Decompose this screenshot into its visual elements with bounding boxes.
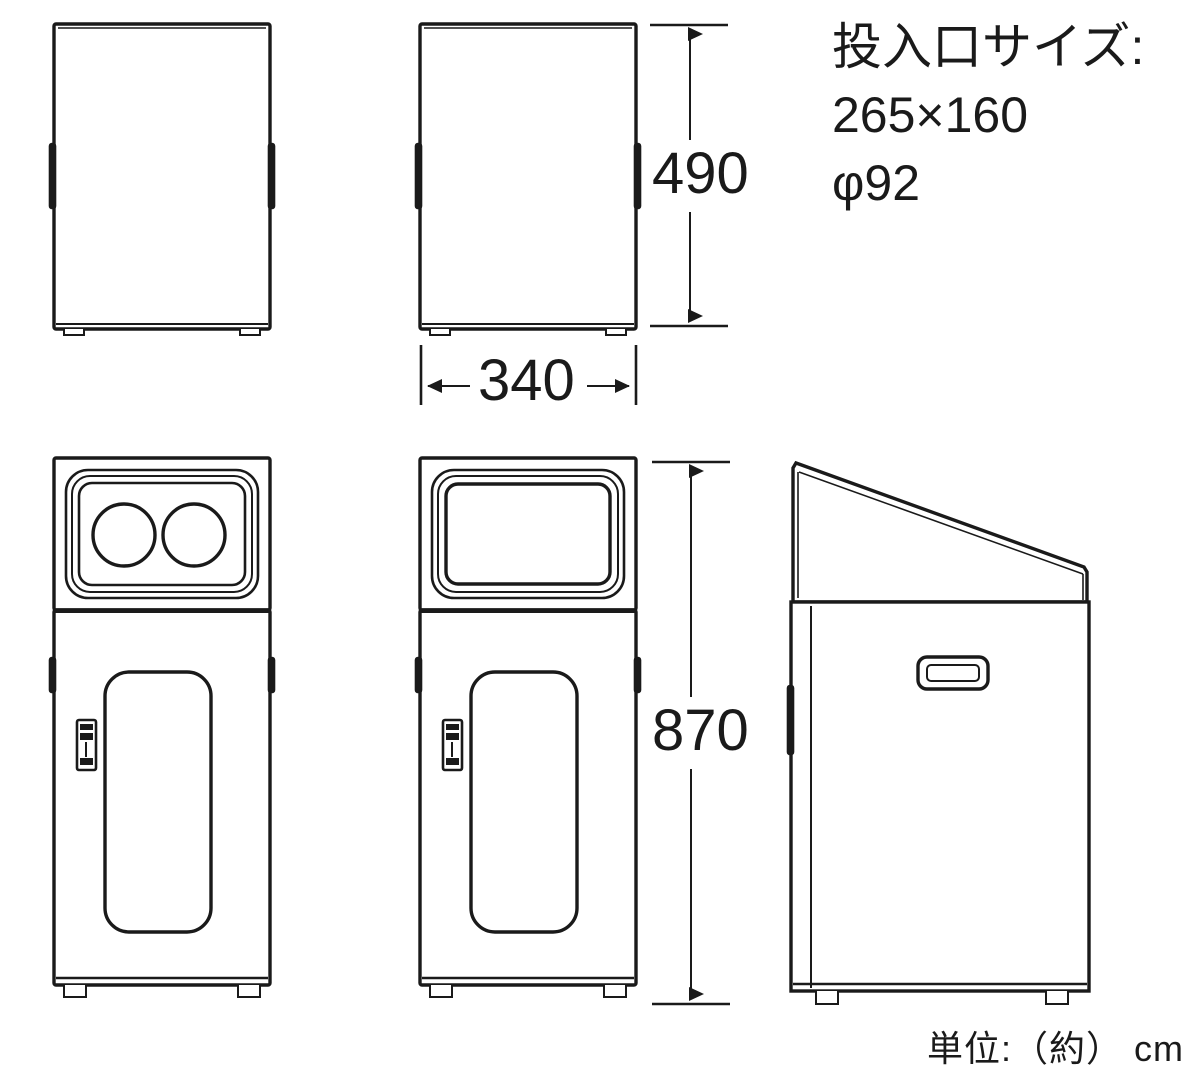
cabinet-body-outline (418, 22, 638, 331)
hinge-tab-right-icon (633, 656, 642, 694)
hinge-tab-right-icon (267, 656, 276, 694)
door-panel-outline (469, 670, 579, 934)
lock-handle-slot-middle (80, 733, 93, 740)
view-top-middle (414, 22, 642, 336)
dimension-label-backdrop (648, 697, 764, 769)
pull-handle-inner (926, 664, 980, 682)
view-bottom-middle (414, 456, 642, 998)
door-panel-outline (103, 670, 213, 934)
foot-left-icon (63, 329, 85, 336)
hinge-tab-left-icon (48, 142, 57, 210)
lock-handle-slot-middle (446, 733, 459, 740)
dimension-490 (648, 23, 764, 328)
opening-size-annotation: 投入口サイズ: 265×160 φ92 (832, 22, 1172, 226)
hinge-tab-right-icon (633, 142, 642, 210)
foot-right-icon (603, 985, 627, 998)
unit-note: 単位:（約） cm (927, 1028, 1184, 1069)
hinge-tab-left-icon (48, 656, 57, 694)
opening-size-rect: 265×160 (832, 87, 1029, 143)
hinge-tab-right-icon (267, 142, 276, 210)
dimension-340 (419, 345, 638, 405)
foot-left-icon (429, 329, 451, 336)
foot-left-icon (429, 985, 453, 998)
dimension-label-340: 340 (478, 348, 575, 413)
view-bottom-left (48, 456, 276, 998)
opening-size-title: 投入口サイズ: (832, 19, 1145, 75)
foot-right-icon (237, 985, 261, 998)
dimension-870 (648, 460, 764, 1006)
foot-left-icon (63, 985, 87, 998)
dimension-label-490: 490 (652, 141, 749, 206)
hinge-tab-left-icon (414, 142, 423, 210)
cabinet-body-outline (52, 22, 272, 331)
cabinet-body-outline (789, 600, 1091, 993)
view-top-left (48, 22, 276, 336)
lock-handle-slot-bottom (446, 758, 459, 765)
foot-right-icon (1045, 991, 1069, 1005)
dimension-label-870: 870 (652, 698, 749, 763)
hinge-tab-left-icon (414, 656, 423, 694)
opening-size-round: φ92 (832, 155, 921, 211)
round-opening-left (91, 502, 157, 568)
lock-handle-slot-top (446, 724, 459, 730)
hinge-tab-left-icon (786, 684, 795, 756)
lid-slope-inner-line (798, 471, 1084, 575)
round-opening-right (161, 502, 227, 568)
lock-handle-slot-bottom (80, 758, 93, 765)
dimension-label-backdrop (648, 140, 764, 212)
foot-right-icon (239, 329, 261, 336)
sloped-lid-outline (791, 460, 1089, 604)
foot-right-icon (605, 329, 627, 336)
rect-opening (444, 482, 612, 586)
lock-handle-slot-top (80, 724, 93, 730)
view-bottom-right (786, 460, 1091, 1005)
foot-left-icon (815, 991, 839, 1005)
